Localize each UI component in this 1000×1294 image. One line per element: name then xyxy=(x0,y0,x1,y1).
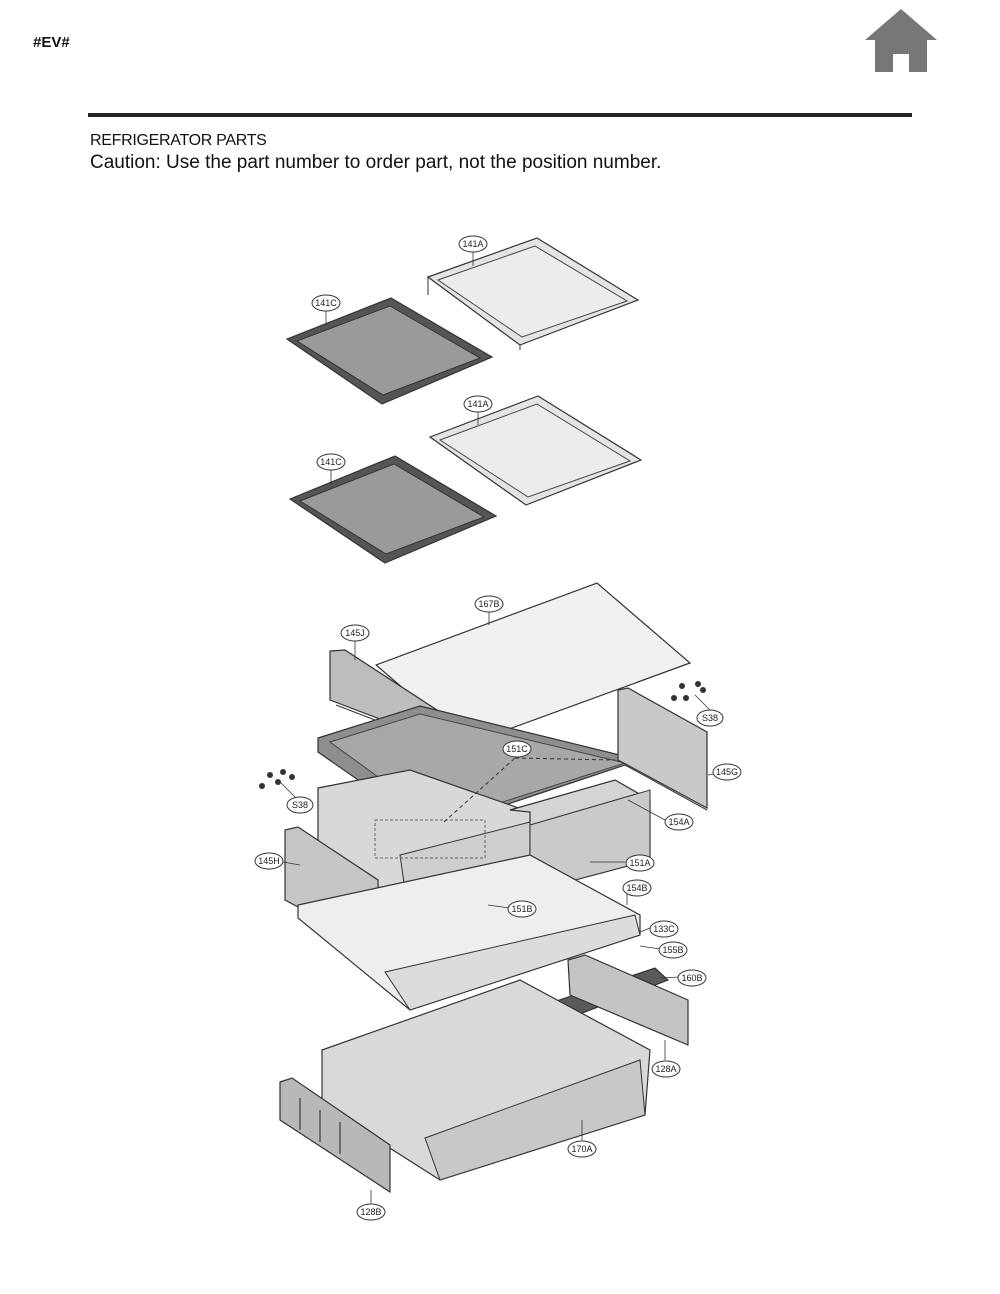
caution-note: Caution: Use the part number to order pa… xyxy=(90,152,662,173)
svg-text:151A: 151A xyxy=(629,858,650,868)
svg-text:128A: 128A xyxy=(655,1064,676,1074)
svg-text:S38: S38 xyxy=(292,800,308,810)
svg-text:155B: 155B xyxy=(662,945,683,955)
svg-text:151B: 151B xyxy=(511,904,532,914)
shelf-141A-top xyxy=(426,237,640,350)
section-title: REFRIGERATOR PARTS xyxy=(90,132,267,149)
callout-133C: 133C xyxy=(649,920,679,938)
callout-167B: 167B xyxy=(474,595,504,613)
svg-text:170A: 170A xyxy=(571,1144,592,1154)
svg-text:145H: 145H xyxy=(258,856,280,866)
svg-text:154A: 154A xyxy=(668,817,689,827)
svg-text:151C: 151C xyxy=(506,744,528,754)
callout-128B: 128B xyxy=(356,1203,386,1221)
callout-170A: 170A xyxy=(567,1140,597,1158)
callout-154B: 154B xyxy=(622,879,652,897)
header-divider xyxy=(88,113,912,117)
svg-text:141A: 141A xyxy=(467,399,488,409)
screws-S38-left xyxy=(259,769,295,789)
screws-S38-right xyxy=(671,681,706,701)
shelf-141C-top xyxy=(285,297,494,405)
svg-text:160B: 160B xyxy=(681,973,702,983)
bottom-tray-frame xyxy=(297,854,641,1011)
callout-155B: 155B xyxy=(658,941,688,959)
svg-text:167B: 167B xyxy=(478,599,499,609)
front-bracket-128B xyxy=(279,1077,391,1194)
callout-141C-second: 141C xyxy=(316,453,346,471)
side-bracket-128A xyxy=(567,954,689,1046)
callout-141C-top: 141C xyxy=(311,294,341,312)
callout-128A: 128A xyxy=(651,1060,681,1078)
callout-151A: 151A xyxy=(625,854,655,872)
svg-text:133C: 133C xyxy=(653,924,675,934)
pantry-drawer-170A xyxy=(321,979,651,1181)
callout-154A: 154A xyxy=(664,813,694,831)
side-rail-145G xyxy=(617,687,708,811)
callout-141A-second: 141A xyxy=(463,395,493,413)
svg-text:154B: 154B xyxy=(626,883,647,893)
svg-text:141C: 141C xyxy=(320,457,342,467)
svg-text:141A: 141A xyxy=(462,239,483,249)
svg-text:128B: 128B xyxy=(360,1207,381,1217)
callout-160B: 160B xyxy=(677,969,707,987)
callout-151C: 151C xyxy=(502,740,532,758)
svg-text:141C: 141C xyxy=(315,298,337,308)
callout-145H: 145H xyxy=(254,852,284,870)
home-icon[interactable] xyxy=(864,8,938,74)
svg-text:145G: 145G xyxy=(716,767,738,777)
callout-145G: 145G xyxy=(712,763,742,781)
callout-141A-top: 141A xyxy=(458,235,488,253)
svg-text:145J: 145J xyxy=(345,628,365,638)
svg-text:S38: S38 xyxy=(702,713,718,723)
callout-151B: 151B xyxy=(507,900,537,918)
callout-S38-left: S38 xyxy=(286,796,314,814)
page-tag: #EV# xyxy=(33,34,70,51)
callout-145J: 145J xyxy=(340,624,370,642)
callout-S38-right: S38 xyxy=(696,709,724,727)
shelf-141C-second xyxy=(288,455,498,564)
shelf-141A-second xyxy=(428,395,643,506)
